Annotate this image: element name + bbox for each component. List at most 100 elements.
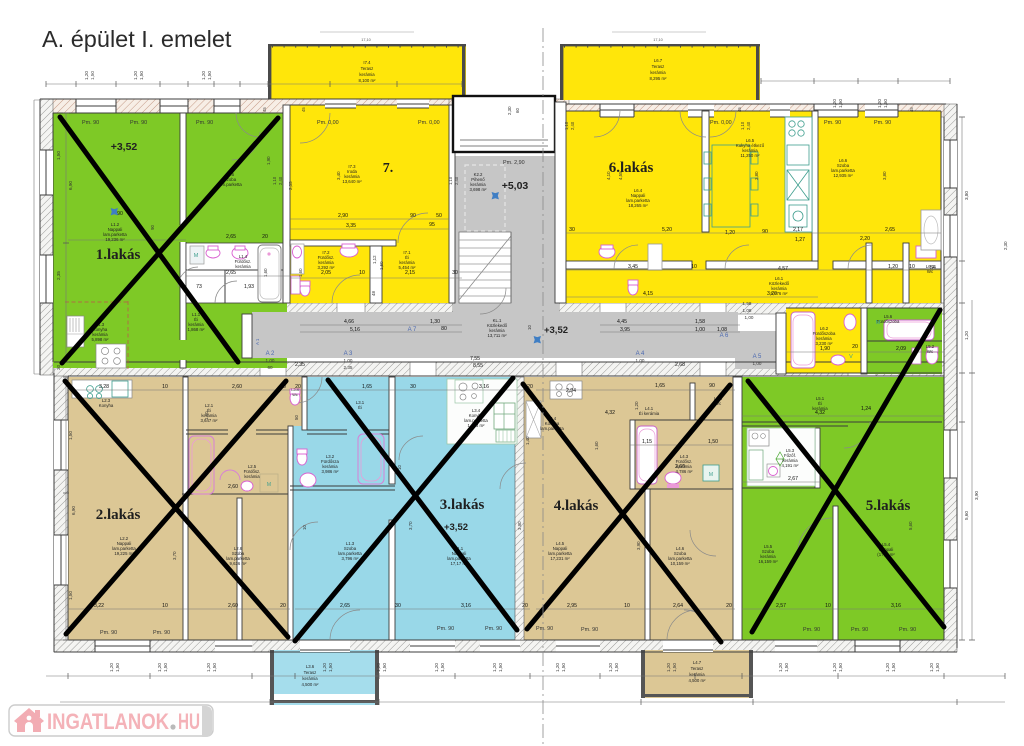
- svg-text:Fürdősz.: Fürdősz.: [244, 469, 261, 474]
- svg-text:kerámia: kerámia: [771, 286, 787, 291]
- svg-text:3,16: 3,16: [479, 384, 489, 390]
- svg-text:1,20: 1,20: [778, 663, 783, 672]
- svg-text:1,00: 1,00: [266, 358, 275, 363]
- svg-text:1,15: 1,15: [642, 439, 652, 445]
- svg-text:12,935 m²: 12,935 m²: [833, 173, 853, 178]
- svg-text:L6.7: L6.7: [654, 58, 663, 63]
- svg-text:Terasz: Terasz: [652, 64, 665, 69]
- svg-text:20: 20: [262, 234, 268, 240]
- svg-text:1,20: 1,20: [322, 663, 327, 672]
- svg-text:1,20: 1,20: [888, 264, 898, 270]
- svg-text:1,50: 1,50: [561, 663, 566, 672]
- svg-text:Éi: Éi: [207, 408, 211, 413]
- svg-text:Szoba: Szoba: [344, 546, 357, 551]
- svg-text:1,50: 1,50: [163, 663, 168, 672]
- svg-text:1,60: 1,60: [298, 268, 303, 277]
- svg-text:L4.5: L4.5: [556, 541, 565, 546]
- svg-text:3,16: 3,16: [461, 603, 471, 609]
- svg-text:1,50: 1,50: [784, 663, 789, 672]
- svg-text:2,17: 2,17: [793, 227, 803, 233]
- svg-text:5.lakás: 5.lakás: [866, 498, 911, 514]
- svg-text:lam.parketta: lam.parketta: [338, 551, 362, 556]
- svg-text:80: 80: [441, 326, 447, 332]
- svg-text:1,30: 1,30: [430, 319, 440, 325]
- svg-text:2,05: 2,05: [321, 270, 331, 276]
- svg-text:L4.1: L4.1: [645, 406, 654, 411]
- svg-text:2,60: 2,60: [675, 464, 685, 470]
- svg-text:2,90: 2,90: [338, 213, 348, 219]
- svg-text:lam.parketta: lam.parketta: [112, 546, 136, 551]
- svg-text:lam.parketta: lam.parketta: [831, 168, 855, 173]
- svg-text:2,20: 2,20: [860, 236, 870, 242]
- svg-text:4,10: 4,10: [606, 171, 611, 180]
- svg-text:1,20: 1,20: [84, 71, 89, 80]
- svg-text:kerámia: kerámia: [344, 174, 360, 179]
- svg-text:L6.4: L6.4: [634, 188, 643, 193]
- svg-text:M: M: [876, 320, 881, 326]
- svg-text:1,00: 1,00: [695, 327, 705, 333]
- svg-text:I7.4: I7.4: [363, 60, 371, 65]
- svg-text:1,20: 1,20: [133, 71, 138, 80]
- svg-text:50: 50: [294, 415, 299, 420]
- svg-text:kerámia: kerámia: [782, 458, 798, 463]
- svg-text:A. épület I. emelet: A. épület I. emelet: [42, 26, 232, 52]
- svg-text:1,50: 1,50: [382, 663, 387, 672]
- svg-text:45: 45: [909, 107, 914, 112]
- svg-text:1,50: 1,50: [212, 663, 217, 672]
- svg-text:3,698 m²: 3,698 m²: [470, 187, 488, 192]
- svg-text:Pm. 0,00: Pm. 0,00: [418, 120, 440, 126]
- svg-text:1,40: 1,40: [204, 411, 209, 420]
- svg-text:11,250 m²: 11,250 m²: [740, 153, 760, 158]
- svg-text:60: 60: [267, 365, 273, 370]
- svg-text:2,60: 2,60: [228, 603, 238, 609]
- svg-text:1,10: 1,10: [740, 121, 745, 130]
- svg-text:+3,52: +3,52: [444, 522, 468, 533]
- svg-text:20: 20: [522, 603, 528, 609]
- svg-text:Éi: Éi: [405, 255, 409, 260]
- svg-text:I7.3: I7.3: [348, 164, 356, 169]
- svg-text:kerámia: kerámia: [322, 464, 338, 469]
- svg-text:A 2: A 2: [266, 351, 275, 357]
- svg-text:1,20: 1,20: [157, 663, 162, 672]
- svg-text:30: 30: [452, 270, 458, 276]
- svg-text:Fürdősz.: Fürdősz.: [318, 255, 335, 260]
- svg-text:2,40: 2,40: [746, 121, 751, 130]
- svg-text:3,90: 3,90: [974, 491, 979, 500]
- svg-text:kerámia: kerámia: [689, 672, 705, 677]
- svg-text:Közlekedő: Közlekedő: [769, 281, 790, 286]
- svg-text:kerámia: kerámia: [92, 332, 108, 337]
- svg-text:4,191 m²: 4,191 m²: [782, 463, 800, 468]
- svg-text:1,00: 1,00: [745, 315, 754, 320]
- svg-text:2,09: 2,09: [896, 346, 906, 352]
- svg-text:3,80: 3,80: [754, 171, 759, 180]
- svg-text:10: 10: [624, 603, 630, 609]
- svg-text:L6.6: L6.6: [839, 158, 848, 163]
- svg-text:1,50: 1,50: [498, 663, 503, 672]
- svg-text:HU: HU: [178, 709, 200, 734]
- svg-text:1,50: 1,50: [68, 591, 73, 600]
- svg-text:3,796 m²: 3,796 m²: [342, 556, 360, 561]
- svg-text:4,45: 4,45: [617, 319, 627, 325]
- svg-text:L3.1: L3.1: [356, 400, 365, 405]
- svg-text:4,500 m²: 4,500 m²: [302, 682, 320, 687]
- svg-text:L6.5: L6.5: [746, 138, 755, 143]
- svg-text:1,08: 1,08: [743, 308, 752, 313]
- svg-text:6,90: 6,90: [71, 506, 76, 515]
- svg-text:2,60: 2,60: [232, 384, 242, 390]
- svg-text:L2.1: L2.1: [205, 403, 214, 408]
- svg-text:1,93: 1,93: [244, 284, 254, 290]
- svg-text:Nappali: Nappali: [631, 193, 646, 198]
- svg-text:3,20: 3,20: [767, 291, 777, 297]
- svg-text:1,20: 1,20: [634, 401, 639, 410]
- svg-text:3,16: 3,16: [891, 603, 901, 609]
- svg-text:19,236 m²: 19,236 m²: [105, 237, 125, 242]
- svg-text:1,50: 1,50: [115, 663, 120, 672]
- svg-text:1,868 m²: 1,868 m²: [188, 327, 206, 332]
- svg-text:90: 90: [762, 229, 768, 235]
- svg-text:4,500 m²: 4,500 m²: [689, 678, 707, 683]
- svg-text:Pm. 90: Pm. 90: [899, 627, 916, 633]
- svg-text:2,30: 2,30: [507, 106, 512, 115]
- svg-text:2,40: 2,40: [570, 121, 575, 130]
- svg-text:1,20: 1,20: [555, 663, 560, 672]
- svg-text:3,90: 3,90: [517, 521, 522, 530]
